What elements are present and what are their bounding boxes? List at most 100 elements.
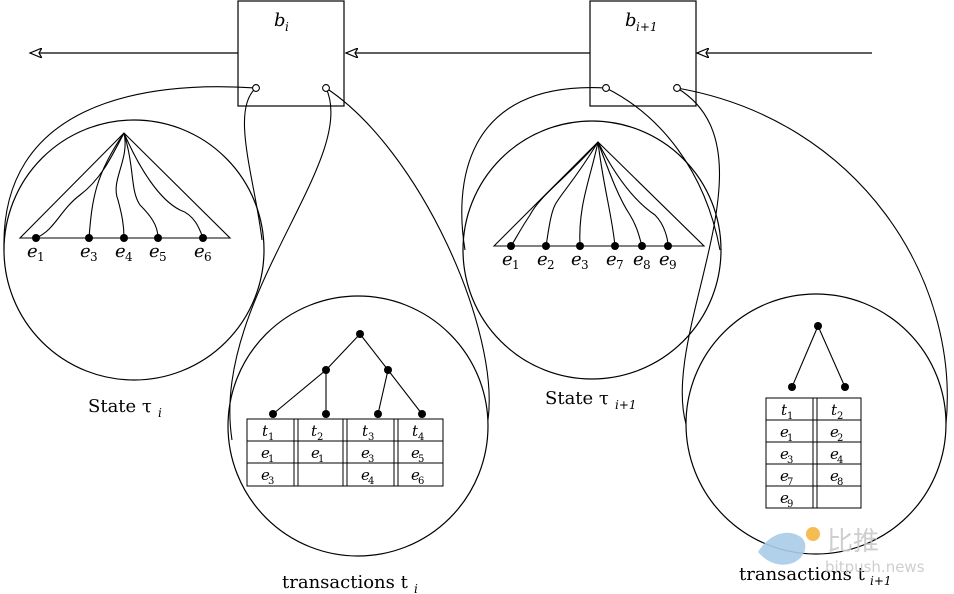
tx-i1-header: t xyxy=(831,401,838,419)
watermark-cn: 比推 xyxy=(827,527,879,557)
state-i-caption: State τ i xyxy=(88,396,162,420)
transactions-i-tree-nodes xyxy=(269,330,426,418)
state-i1-leaf-sub: 9 xyxy=(669,258,677,272)
transactions-i-circle xyxy=(227,295,489,557)
state-i-leaf-sub: 1 xyxy=(37,250,45,264)
transactions-i-caption: transactions t i xyxy=(282,572,418,594)
tx-i1-entry-sub: 4 xyxy=(837,455,843,466)
state-i1-leaf: e xyxy=(606,249,617,270)
state-i-leaf-sub: 5 xyxy=(159,250,167,264)
tx-i-entry-sub: 1 xyxy=(318,454,324,465)
tx-i-header-sub: 2 xyxy=(317,432,323,443)
state-i1-leaf-sub: 3 xyxy=(581,258,589,272)
tx-i1-header: t xyxy=(781,401,788,419)
tx-i1-entry: e xyxy=(780,445,789,463)
tx-i1-entry-sub: 9 xyxy=(787,499,793,510)
tx-i-header: t xyxy=(412,422,419,440)
transactions-i1-tree-nodes xyxy=(788,322,849,391)
tx-i-entry-sub: 3 xyxy=(368,454,374,465)
state-i1-leaf-sub: 2 xyxy=(547,258,555,272)
tx-i1-entry: e xyxy=(830,445,839,463)
tx-i-entry: e xyxy=(311,444,320,462)
transactions-i1-caption-sub: i+1 xyxy=(870,574,892,588)
tx-i1-entry: e xyxy=(830,423,839,441)
tx-i1-entry-sub: 8 xyxy=(837,477,843,488)
state-i1-caption-sub: i+1 xyxy=(615,398,637,412)
watermark-en: bitpush.news xyxy=(825,558,925,576)
tx-i1-entry-sub: 7 xyxy=(787,477,793,488)
block-bi-label: b xyxy=(274,10,286,31)
tx-i1-entry: e xyxy=(780,423,789,441)
state-i1-leaf-labels: e 1 e 2 e 3 e 7 e 8 e 9 xyxy=(502,249,677,272)
connector-curves xyxy=(3,86,948,441)
tx-i-entry: e xyxy=(261,444,270,462)
block-bi1-subscript: i+1 xyxy=(636,20,658,34)
bitcoin-coin-icon xyxy=(806,527,820,541)
tx-i-header-sub: 3 xyxy=(368,432,374,443)
transactions-i1-caption-text: transactions t xyxy=(739,564,866,585)
state-i1-leaf: e xyxy=(537,249,548,270)
tx-i1-header-sub: 2 xyxy=(837,411,843,422)
tx-i-header-sub: 1 xyxy=(268,432,274,443)
state-i1-circle xyxy=(462,120,722,380)
transactions-i1-circle xyxy=(685,293,947,555)
state-i1-caption: State τ i+1 xyxy=(545,388,637,412)
state-i-leaf: e xyxy=(80,241,91,262)
tx-i1-entry-sub: 2 xyxy=(837,433,843,444)
tx-i-entry-sub: 1 xyxy=(268,454,274,465)
transactions-i-tree xyxy=(272,333,423,415)
state-i1-leaf: e xyxy=(633,249,644,270)
state-i1-leaf-dots xyxy=(507,242,672,250)
state-i-leaf-sub: 3 xyxy=(90,250,98,264)
tx-i-header: t xyxy=(311,422,318,440)
state-i1-leaf-sub: 1 xyxy=(512,258,520,272)
transactions-i1-tree xyxy=(791,325,846,388)
state-i-leaf-sub: 4 xyxy=(125,250,133,264)
tx-i-entry: e xyxy=(361,444,370,462)
state-i-leaf-sub: 6 xyxy=(204,250,212,264)
block-bi-subscript: i xyxy=(285,20,289,34)
state-i-leaf-labels: e 1 e 3 e 4 e 5 e 6 xyxy=(27,241,212,264)
tx-i1-entry: e xyxy=(780,489,789,507)
state-i-leaf-dots xyxy=(32,234,207,242)
tx-i-entry: e xyxy=(411,444,420,462)
state-i1-leaf: e xyxy=(571,249,582,270)
transactions-i-caption-sub: i xyxy=(414,582,418,594)
state-i1-leaf: e xyxy=(659,249,670,270)
state-i1-leaf-sub: 8 xyxy=(643,258,651,272)
state-i-caption-sub: i xyxy=(158,406,162,420)
transactions-i1-table xyxy=(765,397,862,509)
state-i1-leaf: e xyxy=(502,249,513,270)
block-bi1-label: b xyxy=(625,10,637,31)
state-i1-caption-text: State τ xyxy=(545,388,609,409)
watermark: 比推 bitpush.news xyxy=(758,527,925,576)
tx-i1-header-sub: 1 xyxy=(787,411,793,422)
bird-logo-icon xyxy=(758,532,806,565)
transactions-i1-caption: transactions t i+1 xyxy=(739,564,892,588)
transactions-i-table xyxy=(246,418,444,487)
tx-i-header: t xyxy=(362,422,369,440)
tx-i-entry-sub: 6 xyxy=(418,476,424,487)
tx-i-entry: e xyxy=(361,466,370,484)
tx-i1-entry-sub: 3 xyxy=(787,455,793,466)
transactions-i-table-cells: t 1 t 2 t 3 t 4 e 1 e 3 e 1 e 3 e 4 e 5 … xyxy=(261,422,424,487)
state-i-leaf: e xyxy=(149,241,160,262)
state-i1-tree xyxy=(492,141,706,247)
state-i-leaf: e xyxy=(194,241,205,262)
tx-i-header-sub: 4 xyxy=(418,432,424,443)
tx-i-entry-sub: 5 xyxy=(418,454,424,465)
tx-i-header: t xyxy=(262,422,269,440)
transactions-i1-table-cells: t 1 t 2 e 1 e 3 e 7 e 9 e 2 e 4 e 8 xyxy=(780,401,843,510)
state-i-leaf: e xyxy=(115,241,126,262)
state-i1-leaf-sub: 7 xyxy=(616,258,624,272)
state-i-tree xyxy=(18,132,232,239)
tx-i1-entry-sub: 1 xyxy=(787,433,793,444)
ports xyxy=(252,84,681,92)
tx-i-entry: e xyxy=(411,466,420,484)
tx-i-entry: e xyxy=(261,466,270,484)
transactions-i-caption-text: transactions t xyxy=(282,572,409,593)
state-i-leaf: e xyxy=(27,241,38,262)
tx-i-entry-sub: 3 xyxy=(268,476,274,487)
